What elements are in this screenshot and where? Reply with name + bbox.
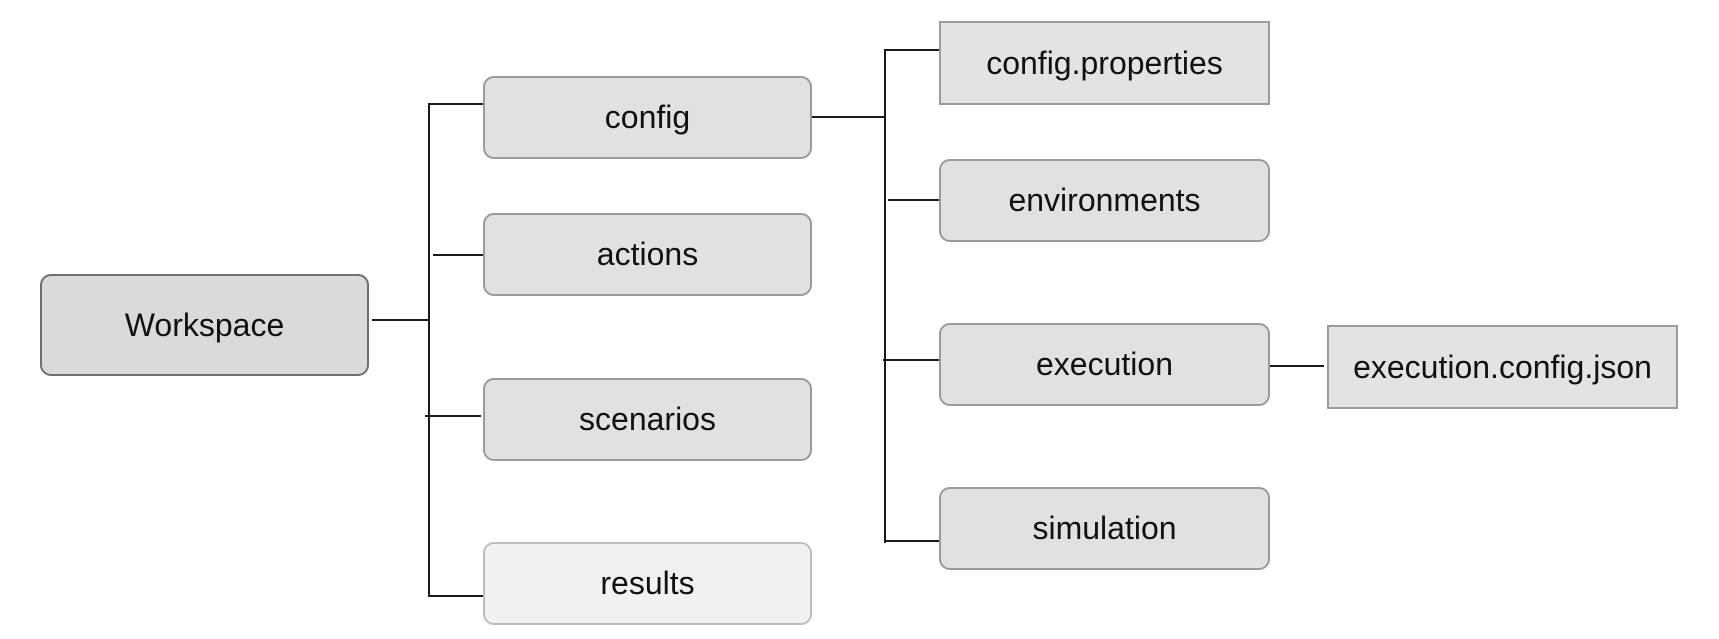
- node-config-label: config: [604, 99, 691, 135]
- node-environments[interactable]: environments: [939, 159, 1270, 242]
- node-execution-label: execution: [1036, 346, 1173, 382]
- node-actions-label: actions: [596, 236, 699, 272]
- node-workspace[interactable]: Workspace: [40, 274, 369, 376]
- node-simulation[interactable]: simulation: [939, 487, 1270, 570]
- node-workspace-label: Workspace: [124, 306, 285, 343]
- node-execution[interactable]: execution: [939, 323, 1270, 406]
- node-actions[interactable]: actions: [483, 213, 812, 296]
- node-environments-label: environments: [1008, 182, 1201, 218]
- node-config-properties[interactable]: config.properties: [939, 21, 1270, 105]
- node-execution-config-json-label: execution.config.json: [1353, 348, 1652, 385]
- node-scenarios-label: scenarios: [579, 401, 716, 437]
- node-config[interactable]: config: [483, 76, 812, 159]
- node-execution-config-json[interactable]: execution.config.json: [1327, 325, 1678, 409]
- node-results[interactable]: results: [483, 542, 812, 625]
- node-scenarios[interactable]: scenarios: [483, 378, 812, 461]
- node-simulation-label: simulation: [1032, 510, 1177, 546]
- node-config-properties-label: config.properties: [986, 44, 1223, 81]
- node-results-label: results: [600, 565, 695, 601]
